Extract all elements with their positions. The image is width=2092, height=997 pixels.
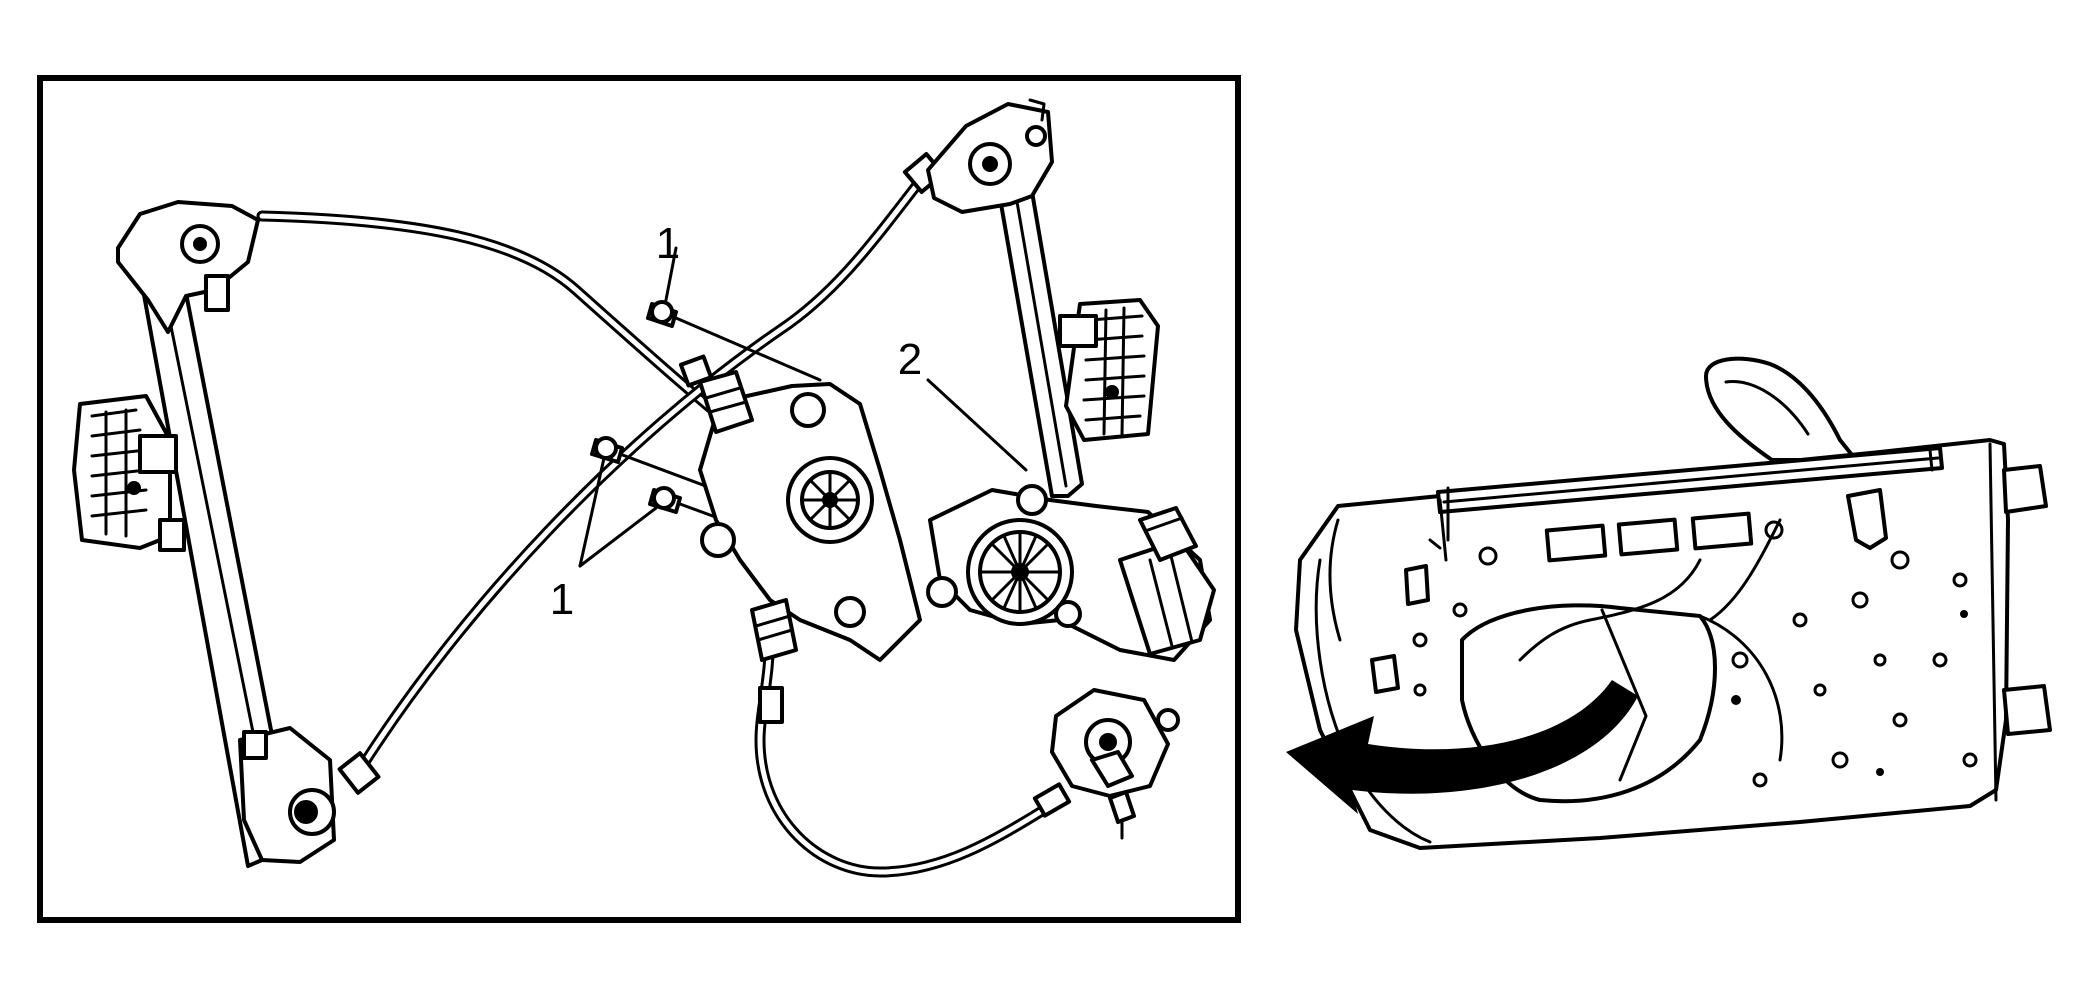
curved-direction-arrow	[1286, 680, 1638, 814]
door-holes	[1412, 546, 1978, 788]
regulator-panel: 1 1 2	[37, 75, 1241, 923]
callout-leaders	[578, 246, 1028, 568]
window-motor	[926, 484, 1216, 662]
left-guide-rail	[116, 200, 336, 868]
bolt-upper	[646, 300, 678, 328]
callout-label-1-upper: 1	[656, 219, 680, 268]
lower-pulley-bracket	[1050, 688, 1180, 840]
lower-cable	[750, 598, 1072, 878]
bolt-lower	[648, 486, 682, 514]
left-glass-clamp	[72, 394, 186, 552]
bolt-middle	[590, 436, 624, 464]
right-guide-rail	[926, 98, 1084, 498]
callout-label-2: 2	[898, 335, 922, 384]
right-glass-clamp	[1058, 298, 1160, 442]
side-mirror	[1704, 356, 1858, 462]
motor-mount-plate	[678, 354, 922, 662]
door-panel	[1286, 356, 2052, 850]
callout-label-1-lower: 1	[550, 575, 574, 624]
